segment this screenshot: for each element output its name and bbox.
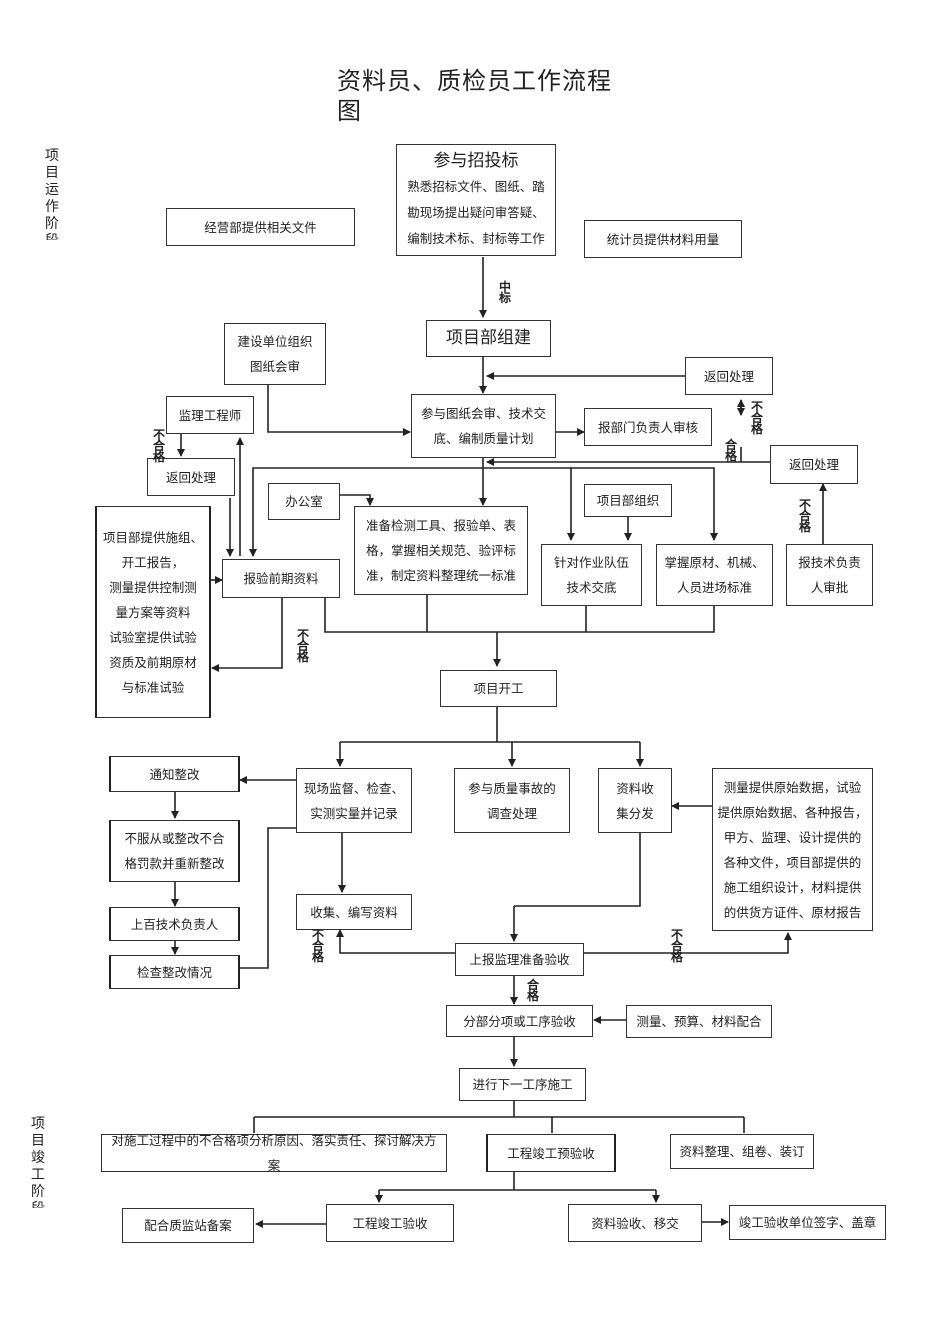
label-pass-1: 合格 — [724, 438, 737, 463]
edge-client-review — [267, 385, 411, 436]
box-return-2: 返回处理 — [147, 458, 235, 496]
box-ops-dept-docs: 经营部提供相关文件 — [166, 208, 355, 246]
box-bidding-title: 参与招投标 — [433, 151, 519, 171]
edge-collect-merge — [514, 833, 641, 907]
label-fail-1: 不合格 — [750, 400, 763, 436]
box-final-acceptance: 工程竣工验收 — [326, 1204, 454, 1242]
box-tech-head-approval: 报技术负责 人审批 — [786, 544, 873, 606]
edge-report-prelim — [249, 467, 483, 557]
label-fail-6: 不合格 — [670, 928, 683, 964]
box-quality-station: 配合质监站备案 — [122, 1208, 254, 1243]
edge-merge — [324, 598, 715, 633]
box-report-tech-head: 上百技术负责人 — [109, 907, 240, 941]
box-dept-head: 报部门负责人审核 — [584, 408, 712, 446]
box-data-collect: 资料收 集分发 — [598, 768, 672, 833]
box-pre-acceptance: 工程竣工预验收 — [486, 1134, 616, 1172]
phase-label-completion: 项目竣工阶段 — [31, 1116, 45, 1208]
box-return-3: 返回处理 — [770, 445, 858, 484]
label-fail-4: 不合格 — [296, 628, 309, 664]
box-data-archive: 资料整理、组卷、装订 — [670, 1134, 814, 1169]
box-report-supervision: 上报监理准备验收 — [455, 943, 584, 976]
box-sign-seal: 竣工验收单位签字、盖章 — [729, 1205, 886, 1240]
label-fail-3: 不合格 — [798, 498, 811, 534]
box-next-process: 进行下一工序施工 — [459, 1068, 586, 1101]
box-client-review: 建设单位组织 图纸会审 — [224, 323, 326, 385]
box-supervisor-engineer: 监理工程师 — [166, 396, 254, 434]
label-won-bid: 中标 — [498, 280, 511, 305]
box-project-org: 项目部组织 — [584, 484, 672, 517]
box-office: 办公室 — [268, 483, 340, 520]
box-report-preliminary: 报验前期资料 — [222, 559, 340, 598]
phase-label-operation: 项目运作阶段 — [45, 148, 59, 240]
edge-fail-6 — [584, 932, 792, 954]
diagram-title: 资料员、质检员工作流程图 — [337, 67, 612, 125]
box-analyze: 对施工过程中的不合格项分析原因、落实责任、探讨解决方案 — [101, 1133, 447, 1173]
label-pass-2: 合格 — [526, 978, 539, 1003]
box-drawing-review: 参与图纸会审、技术交 底、编制质量计划 — [411, 394, 556, 458]
box-statistician: 统计员提供材料用量 — [584, 220, 742, 258]
edge-material-std — [571, 467, 718, 541]
box-project-setup: 项目部组建 — [426, 320, 551, 357]
label-fail-5: 不合格 — [311, 928, 324, 964]
box-survey-data: 测量提供原始数据，试验 提供原始数据、各种报告， 甲方、监理、设计提供的 各种文… — [712, 768, 873, 931]
box-bidding: 参与招投标 熟悉招标文件、图纸、踏 勘现场提出疑问审答疑、 编制技术标、封标等工… — [396, 144, 556, 256]
box-notify-rectify: 通知整改 — [109, 756, 240, 792]
box-return-1: 返回处理 — [685, 357, 773, 395]
box-onsite-supervision: 现场监督、检查、 实测实量并记录 — [296, 768, 412, 833]
box-material-standards: 掌握原材、机械、 人员进场标准 — [656, 544, 773, 606]
box-team-briefing: 针对作业队伍 技术交底 — [541, 544, 642, 606]
box-survey-budget: 测量、预算、材料配合 — [626, 1005, 772, 1038]
box-quality-accident: 参与质量事故的 调查处理 — [454, 768, 570, 833]
box-sub-acceptance: 分部分项或工序验收 — [446, 1005, 593, 1037]
box-noncompliance: 不服从或整改不合 格罚款并重新整改 — [109, 820, 240, 882]
edge-fail-5 — [336, 929, 455, 954]
box-prepare-tools: 准备检测工具、报验单、表 格，掌握相关规范、验评标 准，制定资料整理统一标准 — [354, 506, 528, 595]
box-collect-compile: 收集、编写资料 — [296, 894, 412, 930]
edge-fail-4 — [211, 598, 283, 672]
box-check-rectify: 检查整改情况 — [109, 955, 240, 989]
box-data-handover: 资料验收、移交 — [568, 1204, 702, 1242]
edge-office — [339, 494, 374, 506]
box-bidding-body: 熟悉招标文件、图纸、踏 勘现场提出疑问审答疑、 编制技术标、封标等工作 — [407, 179, 545, 246]
label-fail-2: 不合格 — [152, 428, 165, 464]
box-project-start: 项目开工 — [440, 670, 557, 707]
box-project-provides: 项目部提供施组、 开工报告， 测量提供控制测 量方案等资料 试验室提供试验 资质… — [95, 506, 211, 718]
